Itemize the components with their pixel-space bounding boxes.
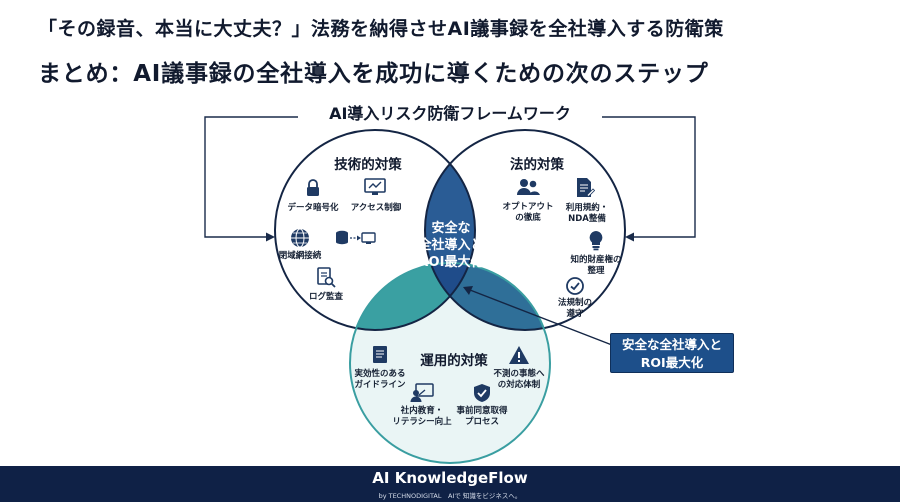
technical-item-label: 閉域網接続 (278, 251, 322, 261)
legal-item-label: オプトアウトの徹底 (502, 202, 554, 223)
check-circle-icon (566, 277, 584, 295)
legal-heading: 法的対策 (510, 157, 564, 173)
frame-arrow-left (266, 232, 275, 242)
frame-line-right (602, 116, 696, 238)
operational-item-label: 実効性のあるガイドライン (354, 369, 406, 390)
log-audit-icon (317, 267, 336, 288)
frame-arrow-right (625, 232, 634, 242)
lock-icon (307, 179, 319, 196)
operational-item-label: 不測の事態への対応体制 (493, 369, 545, 390)
operational-item-label: 事前同意取得プロセス (456, 406, 508, 427)
access-control-icon (364, 178, 386, 195)
shield-check-icon (474, 384, 490, 402)
frame-line-left (204, 116, 298, 238)
center-label: 安全な 全社導入と ROI最大化 (418, 221, 484, 270)
technical-item-label: ログ監査 (308, 292, 343, 302)
technical-heading: 技術的対策 (334, 157, 402, 173)
callout-box: 安全な全社導入と ROI最大化 (610, 333, 734, 373)
legal-item-label: 利用規約・NDA整備 (565, 203, 609, 224)
technical-item-label: データ暗号化 (287, 203, 339, 213)
document-sign-icon (577, 178, 595, 198)
footer-brand: AI KnowledgeFlow (372, 469, 528, 487)
lightbulb-icon (589, 231, 603, 251)
header-line: 「その録音、本当に大丈夫？」法務を納得させAI議事録を全社導入する防衛策 (38, 18, 724, 40)
legal-item-label: 法規制の遵守 (557, 298, 592, 319)
callout-arrow (469, 289, 613, 346)
footer: AI KnowledgeFlow by TECHNODIGITAL AIで 知識… (0, 466, 900, 502)
legal-item-label: 知的財産権の整理 (570, 255, 622, 276)
operational-item-label: 社内教育・リテラシー向上 (392, 406, 452, 427)
page-title: まとめ：AI議事録の全社導入を成功に導くための次のステップ (38, 61, 709, 87)
footer-tagline: by TECHNODIGITAL AIで 知識をビジネスへ。 (378, 492, 522, 500)
warning-icon (509, 346, 529, 364)
users-icon (517, 179, 540, 195)
operational-heading: 運用的対策 (420, 353, 488, 369)
framework-title: AI導入リスク防衛フレームワーク (300, 100, 600, 124)
training-icon (410, 383, 434, 402)
technical-item-label: アクセス制御 (350, 203, 402, 213)
database-link-icon (336, 230, 376, 245)
globe-network-icon (291, 228, 309, 248)
book-icon (373, 346, 387, 363)
